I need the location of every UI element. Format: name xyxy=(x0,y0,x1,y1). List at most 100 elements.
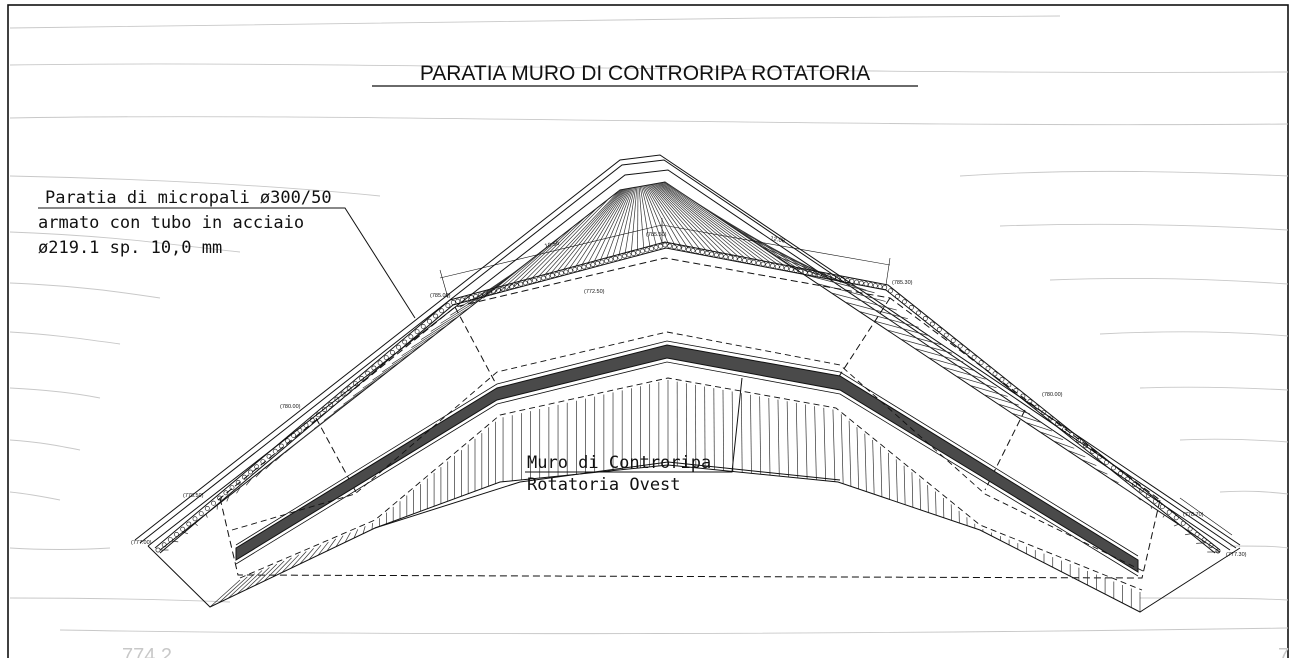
micropile-circle xyxy=(812,271,817,277)
excavation-dashed xyxy=(217,257,1161,579)
micropile-circle xyxy=(770,263,775,269)
wall-note-line-1: Muro di Controripa xyxy=(527,453,711,473)
elevation-label: (777.30) xyxy=(1226,552,1247,558)
hatch-line xyxy=(651,184,715,254)
hatch-line xyxy=(831,292,897,311)
micropile-circle xyxy=(272,448,278,454)
micropile-circle xyxy=(468,295,474,300)
hatch-line xyxy=(290,551,307,569)
micropile-circle xyxy=(686,247,691,252)
hatch-line xyxy=(777,399,780,477)
micropile-circle xyxy=(513,282,519,288)
hatch-line xyxy=(483,252,540,299)
hatch-line xyxy=(895,459,898,503)
hatch-line xyxy=(795,402,799,478)
hatch-line xyxy=(660,182,766,263)
micropile-circle xyxy=(433,313,438,319)
micropile-circle xyxy=(765,262,771,268)
micropile-circle xyxy=(895,293,900,299)
micropile-circle xyxy=(728,255,733,261)
hatch-line xyxy=(556,189,624,273)
micropile-circle xyxy=(943,332,949,338)
micropile-circle xyxy=(180,526,186,532)
hatch-line xyxy=(506,225,575,290)
micropile-circle xyxy=(198,511,204,516)
hatch-line xyxy=(928,357,975,371)
micropile-circle xyxy=(595,260,600,266)
micropile-circle xyxy=(377,360,383,366)
hatch-line xyxy=(942,366,986,380)
micropile-circle xyxy=(527,279,533,284)
micropile-circle xyxy=(486,290,492,295)
hatch-line xyxy=(859,311,919,328)
hatch-line xyxy=(814,406,817,480)
hatch-line xyxy=(371,523,373,530)
micropile-circle xyxy=(604,258,609,264)
hatch-line xyxy=(642,185,663,244)
drawing-frame xyxy=(7,4,1289,658)
micropile-circle xyxy=(1118,471,1123,476)
micropile-circle xyxy=(396,344,401,350)
hatch-line xyxy=(848,420,852,487)
hatch-line xyxy=(840,414,844,484)
elevation-label: (785.30) xyxy=(892,280,913,286)
hatch-line xyxy=(587,188,630,265)
hatch-line xyxy=(1122,486,1130,492)
contour-label: 774.2 xyxy=(122,645,172,658)
hatch-line xyxy=(362,526,366,534)
micropile-circle xyxy=(545,274,551,280)
hatch-line xyxy=(639,186,651,248)
hatch-line xyxy=(335,535,344,547)
hatch-line xyxy=(245,477,253,486)
micropile-circle xyxy=(1132,482,1137,487)
micropile-circle xyxy=(346,386,352,392)
hatch-line xyxy=(522,207,598,284)
hatch-line xyxy=(1081,459,1097,466)
micropile-circle xyxy=(590,262,596,267)
hatch-line xyxy=(333,396,356,413)
micropile-circle xyxy=(541,275,546,281)
micropile-circle xyxy=(509,284,515,289)
micropile-circle xyxy=(1187,526,1193,532)
hatch-line xyxy=(411,324,448,348)
micropile-circle xyxy=(495,287,501,293)
micropile-circle xyxy=(155,547,161,553)
hatch-line xyxy=(655,183,740,258)
micropile-circle xyxy=(531,277,537,283)
hatch-line xyxy=(353,529,359,539)
hatch-line xyxy=(1025,422,1053,432)
micropile-circle xyxy=(909,304,914,310)
micropile-note-line-1: Paratia di micropali ø300/50 xyxy=(45,188,332,208)
micropile-circle xyxy=(223,490,229,496)
micropile-circle xyxy=(999,376,1005,382)
micropile-circle xyxy=(798,268,803,274)
micropile-circle xyxy=(563,269,569,275)
micropile-circle xyxy=(681,246,687,251)
hatch-line xyxy=(653,183,728,256)
hatch-line xyxy=(873,320,931,337)
micropile-circle xyxy=(450,299,456,305)
hatch-line xyxy=(308,544,322,560)
micropile-note-line-2: armato con tubo in acciaio xyxy=(38,213,304,233)
micropile-circle xyxy=(631,251,636,256)
micropile-leader xyxy=(38,207,416,319)
micropile-circle xyxy=(830,275,836,280)
micropile-circle xyxy=(992,371,998,377)
hatch-line xyxy=(255,468,264,478)
micropile-circle xyxy=(821,273,827,279)
micropile-circle xyxy=(211,500,216,506)
hatch-line xyxy=(265,459,276,470)
hatch-line xyxy=(498,234,563,293)
hatch-line xyxy=(880,446,883,497)
hatch-line xyxy=(956,375,997,389)
hatch-line xyxy=(903,465,906,505)
elevation-label: (778.70) xyxy=(1183,512,1204,518)
micropile-circle xyxy=(826,274,831,280)
micropile-circle xyxy=(644,247,650,253)
hatch-line xyxy=(209,579,241,608)
micropile-circle xyxy=(709,251,715,257)
hatch-line xyxy=(1162,514,1165,518)
micropile-circle xyxy=(635,249,641,255)
micropile-circle xyxy=(1076,437,1081,443)
micropile-circle xyxy=(658,243,663,249)
